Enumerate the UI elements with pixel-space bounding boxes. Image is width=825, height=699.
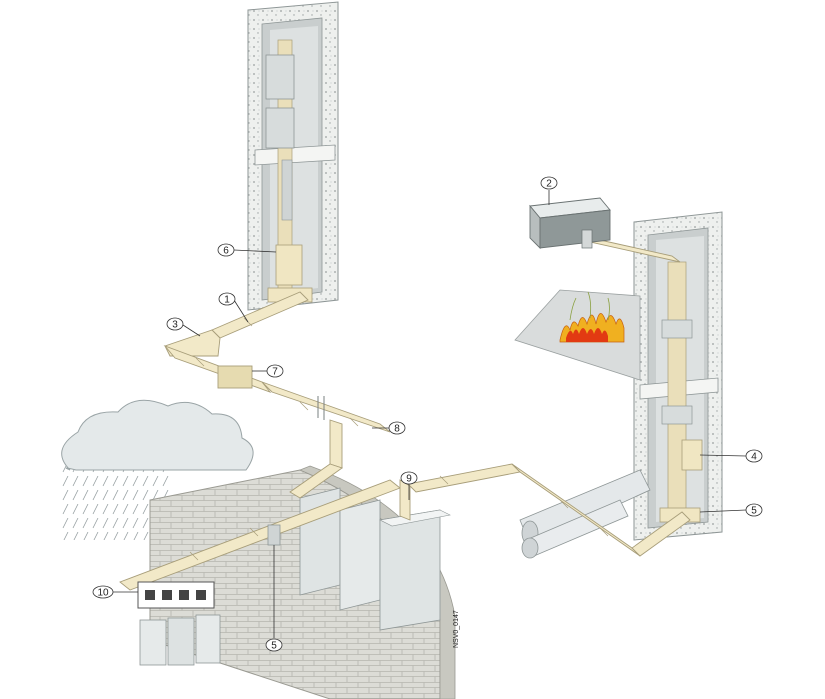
callout-5-bottom-label: 5 — [271, 641, 277, 652]
callout-5-bottom: 5 — [265, 545, 283, 652]
callout-1: 1 — [218, 292, 249, 323]
callout-4: 4 — [699, 449, 763, 463]
drawing-code: NSV0_0147 — [453, 610, 460, 648]
callout-6-label: 6 — [223, 246, 229, 257]
callout-10-label: 10 — [97, 588, 109, 599]
flames — [559, 291, 625, 343]
duct-route — [119, 235, 691, 591]
fan-unit — [529, 197, 611, 250]
duct-hangers — [317, 396, 325, 420]
callout-6: 6 — [217, 243, 277, 257]
callout-5-right-label: 5 — [751, 506, 757, 517]
callout-5-right: 5 — [699, 503, 763, 517]
callout-10: 10 — [92, 585, 138, 599]
right-shaft — [633, 211, 723, 541]
callouts: 1 2 3 4 5 5 — [92, 176, 763, 652]
callout-9: 9 — [400, 471, 418, 500]
callout-2-label: 2 — [546, 179, 552, 190]
pipes — [519, 469, 651, 559]
callout-7: 7 — [252, 364, 284, 378]
fire-zone — [514, 289, 641, 381]
callout-1-label: 1 — [224, 295, 230, 306]
callout-4-label: 4 — [751, 452, 757, 463]
wall-penetration — [267, 524, 281, 546]
callout-3: 3 — [166, 317, 201, 337]
callout-3-label: 3 — [172, 320, 178, 331]
callout-2: 2 — [540, 176, 558, 205]
outdoor-grille — [137, 581, 215, 609]
callout-8-label: 8 — [394, 424, 400, 435]
callout-7-label: 7 — [272, 367, 278, 378]
left-shaft — [247, 1, 339, 311]
callout-9-label: 9 — [406, 474, 412, 485]
support-columns — [139, 614, 221, 666]
callout-8: 8 — [372, 421, 406, 435]
